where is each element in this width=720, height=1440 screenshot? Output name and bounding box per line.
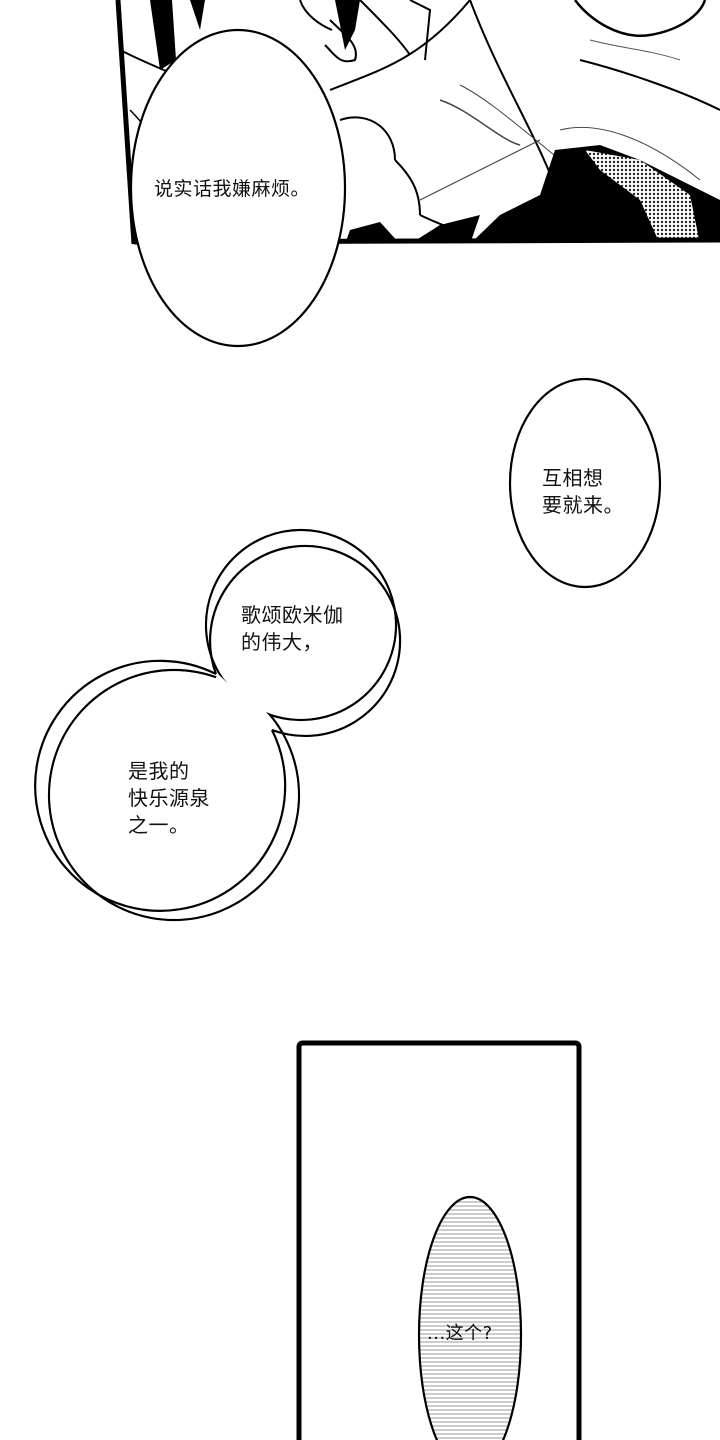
speech-bubble-1 [129, 28, 347, 348]
speech-bubble-1-text: 说实话我嫌麻烦。 [154, 178, 311, 200]
speech-bubble-2-text: 互相想 要就来。 [542, 466, 624, 517]
speech-bubble-2 [508, 377, 662, 589]
thought-bubble-5-text: ...这个? [427, 1323, 493, 1344]
thought-bubble-5 [417, 1195, 523, 1440]
bottom-panel [296, 1040, 582, 1440]
speech-bubble-4-text: 是我的 快乐源泉 之一。 [128, 759, 210, 837]
speech-bubble-3-4-group [34, 528, 402, 922]
speech-bubble-3-text: 歌颂欧米伽 的伟大， [241, 603, 344, 654]
